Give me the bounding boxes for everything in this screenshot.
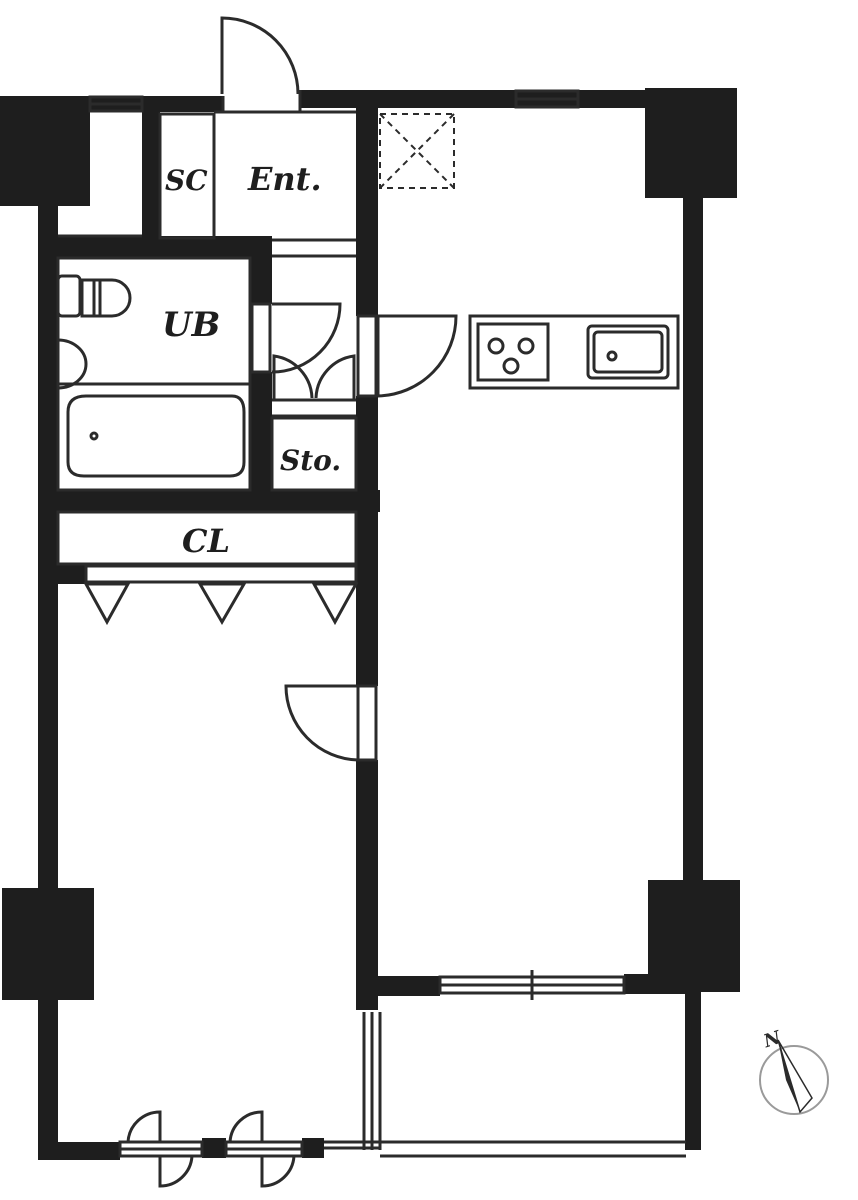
walls: [0, 88, 740, 1160]
stove-icon: [476, 322, 550, 382]
room-label-ent: Ent.: [247, 160, 322, 198]
door-swing-icon: [284, 684, 359, 762]
door-swing-icon: [260, 1155, 296, 1188]
door-swing-icon: [158, 1155, 194, 1188]
compass-icon: N: [759, 1027, 829, 1115]
bathtub-icon: [66, 394, 246, 478]
wall-right-balcony: [685, 990, 701, 1150]
sto-room: [270, 416, 358, 492]
toilet-icon: [56, 274, 132, 318]
wall-top-a: [88, 96, 223, 112]
door-swing-icon: [271, 302, 342, 374]
room-label-sto: Sto.: [280, 444, 341, 477]
wall-ub-right-a: [250, 236, 272, 304]
door-swing-icon: [220, 16, 300, 95]
wall-ldk-bottom-b: [624, 974, 694, 994]
wall-left-lower: [38, 998, 58, 1160]
wall-sc-left: [142, 108, 160, 240]
door-swing-icon: [126, 1110, 162, 1143]
thin-lines: [56, 16, 686, 1188]
wall-ub-bottom: [50, 490, 380, 512]
wall-top-b: [300, 90, 648, 108]
room-label-sc: SC: [165, 164, 208, 197]
wall-left-upper: [38, 200, 58, 890]
wall-bottom-a: [38, 1142, 120, 1160]
wall-center-3: [356, 760, 378, 1010]
kitchen-counter: [468, 314, 680, 390]
wall-ub-top: [50, 236, 272, 258]
sink-icon: [57, 338, 88, 390]
room-label-cl: CL: [182, 522, 230, 560]
wall-right: [683, 196, 703, 886]
wall-ub-right-b: [250, 372, 272, 502]
ub-room: [56, 256, 252, 492]
column-top-right: [645, 88, 737, 198]
sink-icon: [586, 324, 670, 380]
ceiling-hatch-icon: [379, 113, 455, 189]
cl-closet: [56, 510, 358, 566]
door-swing-icon: [272, 354, 314, 400]
door-swing-icon: [376, 314, 458, 398]
column-bottom-left: [2, 888, 94, 1000]
wall-bottom-c: [302, 1138, 324, 1158]
door-swing-icon: [314, 354, 356, 400]
wall-center-2: [356, 396, 378, 686]
wall-cl-bottom-left: [50, 564, 86, 584]
wall-bottom-b: [202, 1138, 226, 1158]
room-label-ub: UB: [162, 305, 220, 345]
door-swing-icon: [228, 1110, 264, 1143]
column-top-left: [0, 96, 90, 206]
wall-ldk-bottom-a: [356, 976, 440, 996]
column-bottom-right: [648, 880, 740, 992]
wall-center-1: [356, 108, 378, 316]
